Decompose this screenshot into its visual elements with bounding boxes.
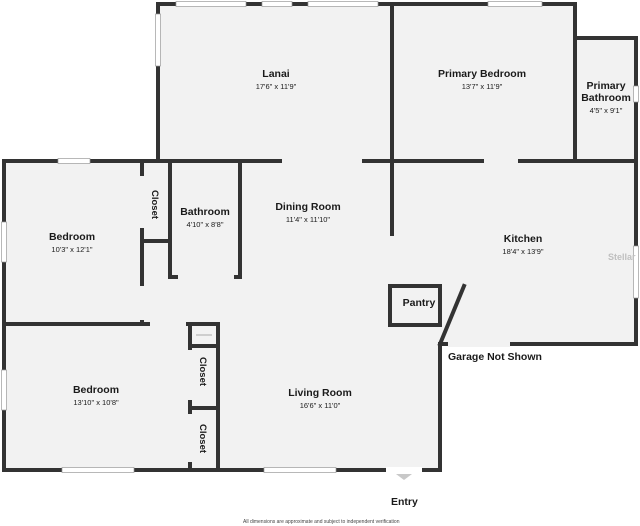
- door-openings: [139, 158, 518, 462]
- window-kitchen-right: [633, 245, 639, 299]
- window-primary-bath: [633, 85, 639, 103]
- window-lanai-left: [155, 13, 161, 67]
- wall-pantry: [388, 284, 442, 327]
- window-lanai-top-1: [175, 1, 247, 7]
- room-name-line2: Bathroom: [581, 92, 631, 104]
- room-name-line1: Primary: [586, 80, 626, 92]
- opening-lanai-dining: [282, 158, 362, 164]
- room-name: Kitchen: [503, 233, 543, 245]
- room-lanai: Lanai 17'6" x 11'9": [206, 68, 346, 91]
- room-name: Dining Room: [275, 201, 341, 213]
- window-lanai-top-3: [307, 1, 379, 7]
- opening-closet3: [187, 414, 193, 462]
- room-dims: 17'6" x 11'9": [255, 82, 297, 91]
- closet-2-floor: [190, 324, 218, 470]
- window-bedroom2-bottom: [61, 467, 135, 473]
- room-dims: 16'6" x 11'0": [299, 401, 341, 410]
- room-name: Primary Bedroom: [437, 68, 527, 80]
- closet-label-3: Closet: [197, 424, 208, 454]
- primary-bathroom-floor: [575, 38, 636, 160]
- room-dining: Dining Room 11'4" x 11'10": [248, 201, 368, 224]
- room-dims: 11'4" x 11'10": [285, 215, 331, 224]
- window-lanai-top-2: [261, 1, 293, 7]
- window-bedroom1-left: [1, 221, 7, 263]
- room-kitchen: Kitchen 18'4" x 13'9": [463, 233, 583, 256]
- kitchen-floor: [392, 161, 636, 344]
- entry-arrow: [396, 474, 412, 480]
- room-dims: 13'10" x 10'8": [73, 398, 119, 407]
- room-name: Lanai: [262, 68, 290, 80]
- opening-garage: [448, 341, 510, 347]
- room-living: Living Room 16'6" x 11'0": [260, 387, 380, 410]
- watermark: Stellar: [608, 252, 636, 262]
- window-living-bottom: [263, 467, 337, 473]
- window-primary-top: [487, 1, 543, 7]
- bedroom-2-floor: [4, 324, 190, 470]
- opening-closet1: [139, 176, 145, 228]
- room-dims: 4'10" x 8'8": [186, 220, 224, 229]
- room-name: Bedroom: [48, 231, 96, 243]
- garage-note: Garage Not Shown: [448, 351, 542, 363]
- outer-wall-west: [2, 159, 442, 472]
- opening-bathroom: [178, 274, 234, 280]
- opening-bedroom1: [139, 286, 145, 320]
- room-name: Bedroom: [72, 384, 120, 396]
- room-bedroom-1: Bedroom 10'3" x 12'1": [12, 231, 132, 254]
- room-dims: 18'4" x 13'9": [502, 247, 544, 256]
- opening-primary-kitchen: [484, 158, 518, 164]
- closet-label-2: Closet: [197, 357, 208, 387]
- opening-closet2: [187, 350, 193, 400]
- room-name: Bathroom: [180, 206, 230, 218]
- openings: [1, 1, 639, 473]
- room-dims: 4'5" x 9'1": [589, 106, 623, 115]
- room-name: Living Room: [288, 387, 352, 399]
- room-primary-bathroom: Primary Bathroom 4'5" x 9'1": [576, 80, 636, 115]
- closet-label-1: Closet: [149, 190, 160, 220]
- wall-pantry-diagonal: [437, 283, 467, 347]
- room-pantry: Pantry: [392, 297, 446, 309]
- room-dims: 13'7" x 11'9": [461, 82, 503, 91]
- entry-opening: [386, 467, 422, 473]
- entry-label: Entry: [391, 496, 418, 508]
- wall-closet1: [140, 159, 172, 279]
- room-dims: 10'3" x 12'1": [51, 245, 93, 254]
- entry-door: [386, 467, 422, 480]
- room-bedroom-2: Bedroom 13'10" x 10'8": [36, 384, 156, 407]
- opening-bedroom2: [150, 321, 186, 327]
- room-bathroom: Bathroom 4'10" x 8'8": [171, 206, 239, 229]
- room-primary-bedroom: Primary Bedroom 13'7" x 11'9": [412, 68, 552, 91]
- disclaimer: All dimensions are approximate and subje…: [243, 519, 400, 525]
- bedroom-1-floor: [4, 161, 142, 324]
- primary-bedroom-floor: [392, 4, 575, 161]
- lanai-floor: [158, 4, 392, 161]
- window-bedroom2-left: [1, 369, 7, 411]
- window-bedroom1-top: [57, 158, 91, 164]
- room-name: Pantry: [402, 297, 436, 309]
